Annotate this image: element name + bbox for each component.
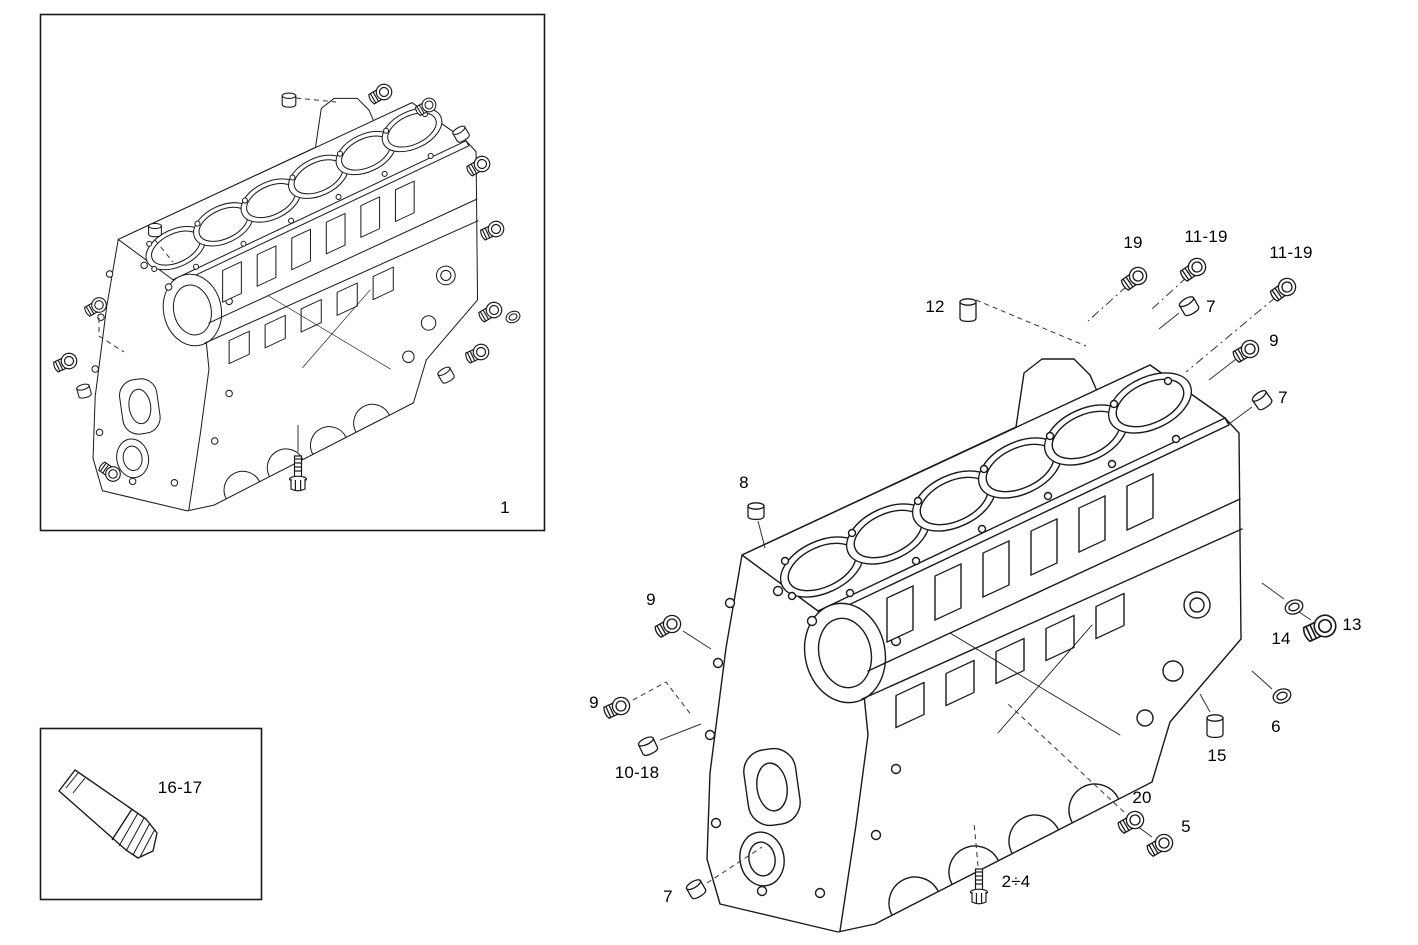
leader-line-7	[706, 846, 763, 884]
leader-line-8	[757, 520, 766, 549]
threaded-part-glyph	[1114, 807, 1148, 837]
leader-lines	[632, 276, 1312, 884]
leader-line-9	[1208, 355, 1241, 381]
threaded-part-glyph	[365, 80, 396, 108]
threaded-part-glyph	[462, 341, 492, 367]
leader-line-12	[975, 299, 1087, 347]
threaded-part-glyph	[81, 294, 110, 320]
cyl-part-glyph	[959, 298, 977, 323]
threaded-part-glyph	[1229, 336, 1263, 366]
leader-line-11-19	[1151, 276, 1188, 310]
cup-part-glyph	[1250, 388, 1275, 413]
ring-part-glyph	[1270, 685, 1294, 707]
cup-part-glyph	[436, 365, 457, 386]
threaded-part-glyph	[600, 693, 634, 722]
leader-line-10-18	[659, 723, 702, 741]
leader-line-2÷4	[973, 821, 979, 867]
threaded-part-glyph	[50, 350, 80, 376]
cup-part-glyph	[636, 734, 660, 758]
cyl-part-glyph	[1206, 714, 1224, 739]
leader-line-19	[1087, 285, 1128, 322]
leader-line-9	[682, 630, 712, 650]
threaded-part-glyph	[1177, 254, 1210, 285]
leader-line-11-19	[1185, 296, 1277, 373]
threaded-part-glyph	[651, 611, 685, 641]
threaded-part-glyph	[475, 298, 506, 326]
leader-line-14	[1261, 582, 1285, 600]
cup-part-glyph	[747, 502, 765, 521]
leader-line-15	[1199, 693, 1211, 713]
cup-part-glyph	[684, 877, 708, 901]
sealant-box-border	[39, 727, 263, 901]
leader-line-7	[1158, 312, 1180, 330]
inset-leader-lines	[98, 97, 337, 452]
engine-block-inset	[91, 97, 479, 512]
leader-line-7	[1228, 406, 1253, 425]
ring-part-glyph	[503, 308, 523, 326]
inset-box-border	[39, 13, 546, 532]
cup-part-glyph	[281, 92, 297, 108]
cup-part-glyph	[75, 382, 93, 400]
leader-line-9	[632, 681, 693, 717]
cup-part-glyph	[148, 222, 162, 238]
sealant-tube	[58, 769, 158, 859]
threaded-part-glyph	[477, 218, 507, 244]
leader-line-6	[1251, 670, 1273, 690]
cup-part-glyph	[1177, 294, 1201, 318]
